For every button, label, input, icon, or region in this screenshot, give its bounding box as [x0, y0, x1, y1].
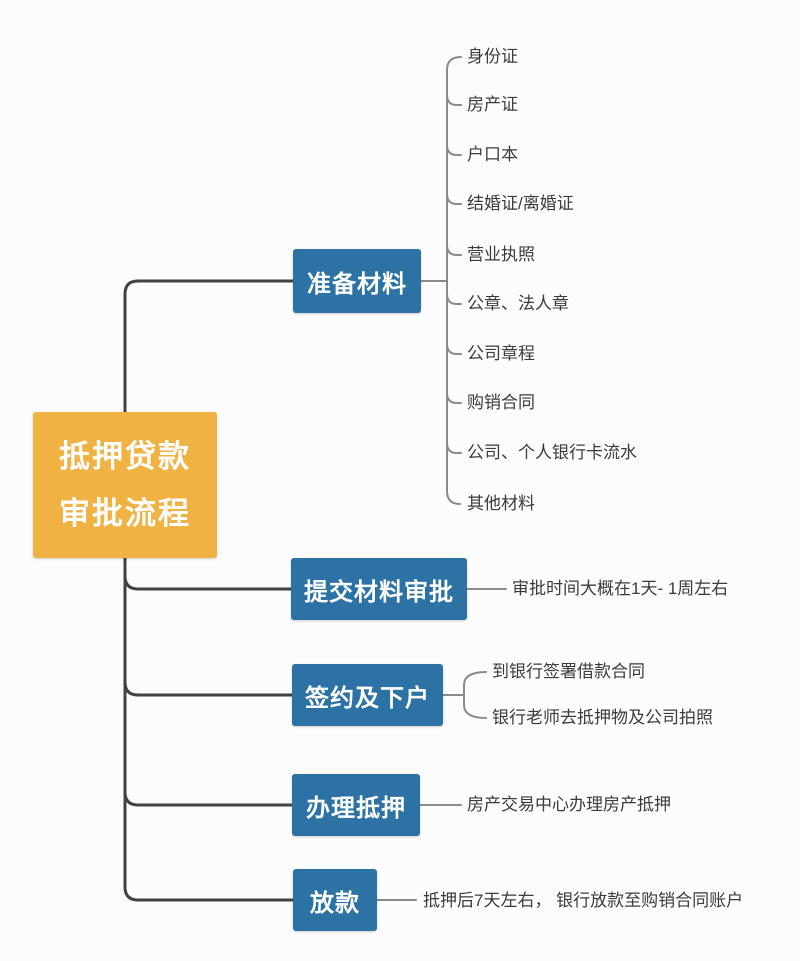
trunk-connectors — [123, 279, 295, 902]
leaf-household-register: 户口本 — [467, 145, 518, 164]
branch-node-sign-visit: 签约及下户 — [292, 664, 443, 726]
leaf-bank-statements: 公司、个人银行卡流水 — [467, 443, 637, 462]
branch-node-disburse: 放款 — [293, 869, 377, 931]
leaf-company-charter: 公司章程 — [467, 344, 535, 363]
leaf-id-card: 身份证 — [467, 47, 518, 66]
branch-node-submit-approval: 提交材料审批 — [291, 558, 467, 620]
branch-label: 放款 — [310, 889, 360, 917]
branch-label: 准备材料 — [307, 270, 407, 298]
branch-label: 签约及下户 — [305, 684, 430, 712]
leaf-approval-time: 审批时间大概在1天- 1周左右 — [512, 579, 729, 598]
root-node: 抵押贷款 审批流程 — [33, 412, 217, 558]
leaf-property-cert: 房产证 — [467, 95, 518, 114]
leaf-mortgage-registration: 房产交易中心办理房产抵押 — [467, 795, 671, 814]
branch-label: 办理抵押 — [306, 794, 406, 822]
branch-node-prepare-materials: 准备材料 — [293, 249, 421, 313]
leaf-disbursement-detail: 抵押后7天左右， 银行放款至购销合同账户 — [423, 891, 744, 910]
materials-bracket — [420, 56, 462, 505]
leaf-sign-loan-contract: 到银行签署借款合同 — [492, 662, 645, 681]
leaf-marriage-cert: 结婚证/离婚证 — [467, 194, 574, 213]
leaf-purchase-contract: 购销合同 — [467, 393, 535, 412]
leaf-other-materials: 其他材料 — [467, 494, 535, 513]
leaf-connectors — [376, 588, 507, 901]
leaf-business-license: 营业执照 — [467, 245, 535, 264]
root-title-line1: 抵押贷款 — [59, 438, 191, 474]
branch-node-register-mortgage: 办理抵押 — [292, 774, 420, 836]
root-title-line2: 审批流程 — [59, 496, 191, 531]
leaf-bank-photo-visit: 银行老师去抵押物及公司拍照 — [492, 708, 713, 727]
branch-label: 提交材料审批 — [304, 578, 454, 606]
leaf-company-seals: 公章、法人章 — [467, 294, 569, 313]
